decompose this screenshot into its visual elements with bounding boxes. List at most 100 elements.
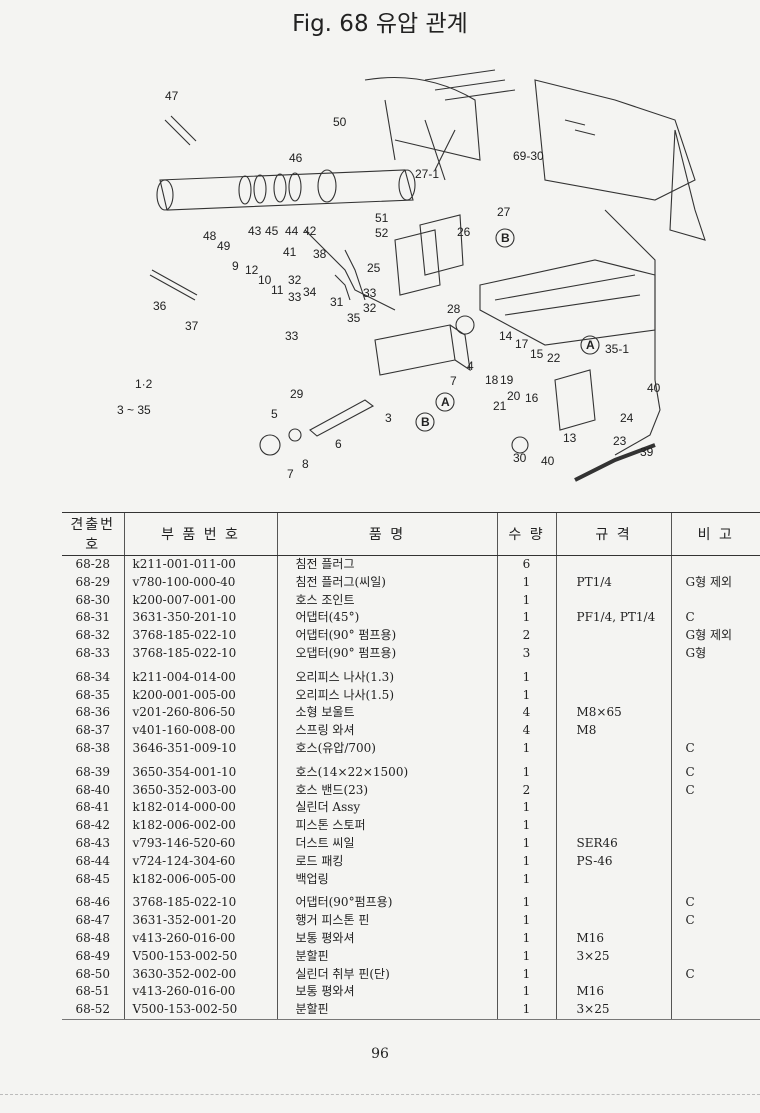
column-header-remarks: 비 고 xyxy=(670,512,760,556)
cell-name: 호스(유압/700) xyxy=(276,739,497,758)
cell-no: 68-32 xyxy=(75,628,111,643)
cell-spec: SER46 xyxy=(555,834,671,853)
svg-text:B: B xyxy=(421,415,430,429)
cell-spec: M8×65 xyxy=(555,704,671,723)
cell-part: v413-260-016-00 xyxy=(123,929,277,948)
svg-text:40: 40 xyxy=(541,454,555,468)
svg-text:8: 8 xyxy=(302,457,309,471)
svg-text:A: A xyxy=(586,338,595,352)
svg-text:7: 7 xyxy=(287,467,294,481)
page-number: 96 xyxy=(371,1046,389,1062)
cell-no: 68-33 xyxy=(75,645,111,660)
cell-no: 68-31 xyxy=(75,610,111,625)
svg-text:22: 22 xyxy=(547,351,561,365)
svg-text:43: 43 xyxy=(248,224,262,238)
cell-no: 68-48 xyxy=(75,930,111,945)
cell-no: 68-49 xyxy=(75,948,111,963)
cell-remark xyxy=(670,870,760,889)
svg-text:52: 52 xyxy=(375,226,389,240)
cell-qty: 3 xyxy=(496,644,556,663)
cell-remark xyxy=(670,662,760,687)
svg-text:3 ~ 35: 3 ~ 35 xyxy=(117,403,151,417)
cell-qty: 1 xyxy=(496,1001,556,1020)
cell-qty: 1 xyxy=(496,983,556,1002)
svg-text:6: 6 xyxy=(335,437,342,451)
svg-text:35: 35 xyxy=(347,311,361,325)
cell-remark: C xyxy=(670,965,760,984)
cell-spec xyxy=(555,817,671,835)
cell-spec: 3×25 xyxy=(555,947,671,966)
cell-no: 68-36 xyxy=(75,705,111,720)
cell-spec xyxy=(555,644,671,663)
cell-qty: 4 xyxy=(496,722,556,740)
cell-spec xyxy=(555,912,671,930)
cell-no: 68-39 xyxy=(75,764,111,779)
cell-name: 실린더 Assy xyxy=(276,799,497,818)
cell-no: 68-50 xyxy=(75,966,111,981)
svg-text:36: 36 xyxy=(153,299,167,313)
cell-name: 어댑터(90° 펌프용) xyxy=(276,627,497,645)
cell-no: 68-29 xyxy=(75,574,111,589)
cell-name: 침전 플러그 xyxy=(276,555,497,574)
cell-part: k211-001-011-00 xyxy=(123,555,277,574)
column-header-spec: 규 격 xyxy=(555,512,671,556)
cell-part: v793-146-520-60 xyxy=(123,834,277,853)
svg-text:33: 33 xyxy=(363,286,377,300)
svg-text:29: 29 xyxy=(290,387,304,401)
cell-part: k200-001-005-00 xyxy=(123,686,277,705)
cell-part: 3650-352-003-00 xyxy=(123,781,277,800)
cell-spec xyxy=(555,965,671,984)
cell-qty: 2 xyxy=(496,781,556,800)
svg-text:19: 19 xyxy=(500,373,514,387)
svg-text:7: 7 xyxy=(450,374,457,388)
cell-remark xyxy=(670,686,760,705)
svg-text:30: 30 xyxy=(513,451,527,465)
svg-text:20: 20 xyxy=(507,389,521,403)
cell-part: 3631-350-201-10 xyxy=(123,609,277,628)
cell-name: 오댑터(90° 펌프용) xyxy=(276,644,497,663)
cell-part: 3631-352-001-20 xyxy=(123,912,277,930)
cell-remark xyxy=(670,817,760,835)
svg-text:48: 48 xyxy=(203,229,217,243)
column-header-ref-no: 견출번호 xyxy=(62,512,124,556)
svg-text:28: 28 xyxy=(447,302,461,316)
cell-spec xyxy=(555,555,671,574)
cell-spec: M8 xyxy=(555,722,671,740)
cell-name: 호스(14×22×1500) xyxy=(276,757,497,782)
cell-name: 실린더 취부 핀(단) xyxy=(276,965,497,984)
cell-no: 68-43 xyxy=(75,835,111,850)
cell-spec xyxy=(555,888,671,913)
cell-name: 스프링 와셔 xyxy=(276,722,497,740)
cell-name: 분할핀 xyxy=(276,947,497,966)
svg-text:17: 17 xyxy=(515,337,529,351)
cell-remark xyxy=(670,852,760,871)
cell-remark xyxy=(670,591,760,610)
svg-text:A: A xyxy=(441,395,450,409)
bottom-divider xyxy=(0,1094,760,1095)
cell-name: 호스 밴드(23) xyxy=(276,781,497,800)
cell-spec xyxy=(555,781,671,800)
cell-part: v401-160-008-00 xyxy=(123,722,277,740)
svg-text:5: 5 xyxy=(271,407,278,421)
cell-remark: C xyxy=(670,739,760,758)
cell-no: 68-35 xyxy=(75,687,111,702)
cell-part: V500-153-002-50 xyxy=(123,947,277,966)
svg-text:1·2: 1·2 xyxy=(135,377,153,391)
svg-text:45: 45 xyxy=(265,224,279,238)
cell-remark xyxy=(670,929,760,948)
svg-text:18: 18 xyxy=(485,373,499,387)
cell-remark xyxy=(670,834,760,853)
cell-name: 오리피스 나사(1.3) xyxy=(276,662,497,687)
figure-title: Fig. 68 유압 관계 xyxy=(292,11,468,37)
svg-text:27: 27 xyxy=(497,205,511,219)
